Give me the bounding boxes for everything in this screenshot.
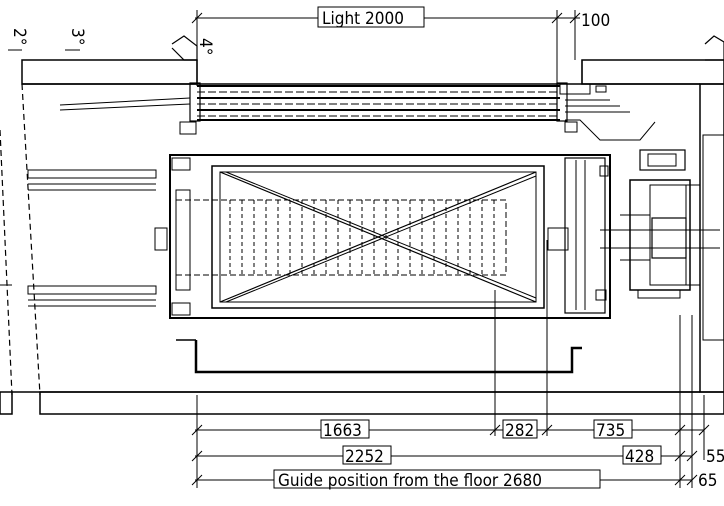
counterweight-guide [600, 149, 720, 299]
rear-wall-infill [702, 134, 724, 341]
top-offset-dimension: 100 [581, 11, 610, 31]
dimension-labels: Light 2000 100 2° 3° 4° 1663 282 735 225… [9, 6, 724, 491]
car-sill [194, 340, 582, 374]
dim-428: 428 [625, 447, 654, 467]
dim-1663: 1663 [323, 421, 362, 441]
guide-position-dimension: Guide position from the floor 2680 [278, 471, 542, 491]
door-jamb-right [704, 35, 724, 61]
dim-2252: 2252 [345, 447, 384, 467]
top-wall-right [581, 59, 724, 85]
door-jamb-left [171, 35, 198, 61]
dimension-lines [8, 10, 710, 488]
car-outline [169, 154, 611, 319]
floor-2-label: 2° [9, 28, 29, 45]
bottom-wall [39, 391, 724, 415]
guide-rails-left [0, 169, 157, 307]
car-frame [154, 154, 611, 319]
landing-door [59, 82, 656, 141]
light-dimension: Light 2000 [322, 9, 404, 29]
top-wall-left [21, 59, 198, 85]
dim-735: 735 [596, 421, 625, 441]
floor-3-label: 3° [67, 28, 87, 45]
dim-282: 282 [505, 421, 534, 441]
dim-55: 55 [706, 447, 724, 467]
floor-4-label: 4° [195, 38, 215, 55]
bottom-wall-left [0, 391, 13, 415]
dim-65: 65 [698, 471, 717, 491]
right-wall [699, 83, 724, 393]
